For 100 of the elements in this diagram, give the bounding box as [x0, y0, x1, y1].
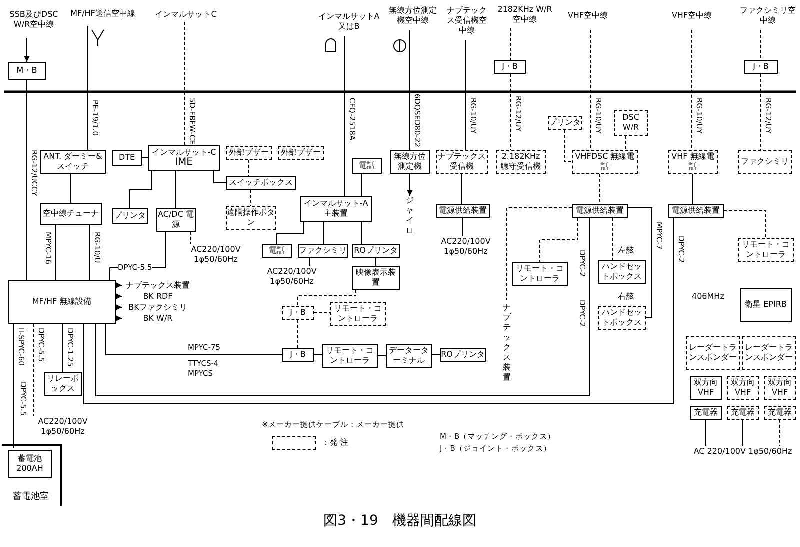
cable-line: [506, 208, 572, 300]
node-label: 無線方位測定機空中線: [388, 2, 438, 30]
dashed-equipment-box: 双方向VHF: [727, 376, 759, 400]
dashed-equipment-box: 2.182KHz 聴守受信機: [496, 150, 546, 174]
cable-line: [190, 232, 192, 244]
dashed-equipment-box: 遠隔操作ボタン: [226, 206, 276, 230]
room-label: 蓄電池室: [13, 492, 49, 502]
cable-line: [724, 210, 766, 238]
cable-line: [214, 170, 226, 184]
equipment-box: 蓄電池 200AH: [8, 450, 52, 478]
cable-line: [314, 312, 330, 314]
dashed-equipment-box: VHF 無線電話: [668, 150, 718, 174]
dashed-equipment-box: レーダートランスポンダー: [742, 336, 796, 370]
node-label: AC220/100V 1φ50/60Hz: [186, 244, 246, 266]
cable-line: [106, 324, 282, 356]
cable-line: [628, 208, 652, 318]
equipment-box: リレーボックス: [44, 372, 82, 396]
equipment-box: リモート・コントローラ: [322, 344, 378, 368]
node-label: インマルサットC: [150, 8, 222, 22]
dashed-equipment-box: ハンドセットボックス: [598, 306, 646, 330]
equipment-box: ROプリンタ: [440, 348, 486, 362]
box-text: IME: [175, 158, 193, 168]
box-heading: インマルサット-C: [152, 148, 216, 158]
cable-line: [760, 74, 762, 150]
cable-line: [612, 218, 614, 260]
equipment-box: 双方向VHF: [690, 376, 722, 400]
equipment-box: 空中線チューナ: [40, 203, 102, 225]
side-note: 406MHz: [692, 292, 724, 302]
legend-text: ：発 注: [322, 438, 349, 448]
node-label: MF/HF送信空中線: [70, 2, 136, 26]
cable-line: [540, 218, 578, 262]
node-label: ナブテックス装置: [122, 280, 194, 291]
cable-line: [760, 30, 762, 60]
equipment-box: J・B: [744, 60, 778, 74]
cable-line: [96, 218, 590, 396]
cable-line: [742, 420, 744, 446]
cable-line: [692, 174, 694, 204]
cable-line: [62, 324, 64, 372]
equipment-box: 電話: [352, 158, 382, 174]
cable-line: [26, 80, 28, 280]
node-label: インマルサットA又はB: [318, 8, 380, 36]
equipment-box: J・B: [282, 348, 314, 362]
dashed-equipment-box: 充電器: [764, 406, 796, 420]
equipment-box: 電源供給装置: [572, 204, 628, 218]
arrow: [116, 304, 122, 310]
room-outline: [2, 444, 62, 506]
equipment-box: M・B: [8, 62, 46, 80]
equipment-box: J・B: [494, 60, 526, 74]
equipment-box: スイッチボックス: [226, 176, 296, 190]
equipment-box: ハンドセットボックス: [598, 260, 646, 284]
dashed-equipment-box: 双方向VHF: [764, 376, 796, 400]
node-label: 2182KHz W/R空中線: [496, 2, 554, 28]
equipment-box: ROプリンタ: [352, 244, 400, 258]
node-label: ナブテックス受信機空中線: [444, 2, 490, 40]
cable-line: [248, 160, 250, 176]
cable-line: [298, 290, 356, 306]
cable-line: [510, 28, 512, 60]
arrow: [24, 38, 30, 62]
dashed-equipment-box: ナブテックス受信機: [436, 150, 488, 174]
dashed-equipment-box: リモート・コントローラ: [330, 302, 386, 326]
node-label: VHF空中線: [566, 2, 610, 30]
dashed-equipment-box: ファクシミリ: [738, 150, 792, 174]
node-label: ナブテックス装置: [501, 300, 513, 386]
equipment-box: DTE: [112, 150, 142, 166]
cable-line: [432, 354, 440, 356]
equipment-box: 無線方位測定機: [390, 150, 430, 174]
dashed-equipment-box: J・B: [282, 306, 314, 320]
cable-line: [250, 190, 252, 206]
dashed-equipment-box: プリンタ: [548, 116, 582, 130]
equipment-box: AC/DC 電源: [156, 208, 196, 232]
node-label: AC 220/100V 1φ50/60Hz: [690, 446, 796, 458]
cable-line: [184, 22, 186, 146]
cable-line: [344, 36, 346, 196]
cable-line: [84, 218, 674, 404]
dashed-equipment-box: 外部ブザー: [226, 146, 272, 160]
equipment-box: 衛星 EPIRB: [740, 288, 792, 322]
cable-line: [590, 30, 592, 150]
equipment-box: 充電器: [690, 406, 722, 420]
node-label: BK RDF: [122, 291, 194, 302]
node-label: AC220/100V 1φ50/60Hz: [30, 416, 96, 438]
cable-line: [314, 354, 322, 356]
dashed-equipment-box: VHFDSC 無線電話: [572, 150, 638, 174]
equipment-box: MF/HF 無線設備: [8, 280, 116, 324]
dashed-equipment-box: 外部ブザー: [278, 146, 324, 160]
side-note: 右舷: [618, 292, 634, 302]
node-label: ファクシミリ空中線: [740, 2, 796, 30]
cable-line: [510, 74, 512, 150]
equipment-box: ANT. ダーミー&スイッチ: [40, 150, 106, 174]
arrow: [116, 282, 122, 288]
node-label: AC220/100V 1φ50/60Hz: [436, 236, 496, 258]
equipment-box: ファクシミリ: [298, 244, 348, 258]
cable-line: [564, 130, 572, 162]
equipment-box: リモート・コントローラ: [512, 262, 568, 286]
equipment-box: 映像表示装置: [352, 266, 400, 290]
equipment-box: データーターミナル: [386, 344, 432, 368]
node-label: BK W/R: [122, 313, 194, 324]
dashed-equipment-box: DSC W/R: [614, 110, 648, 136]
cable-line: [70, 174, 72, 204]
arrow: [116, 294, 122, 300]
equipment-box: [148, 145, 220, 171]
